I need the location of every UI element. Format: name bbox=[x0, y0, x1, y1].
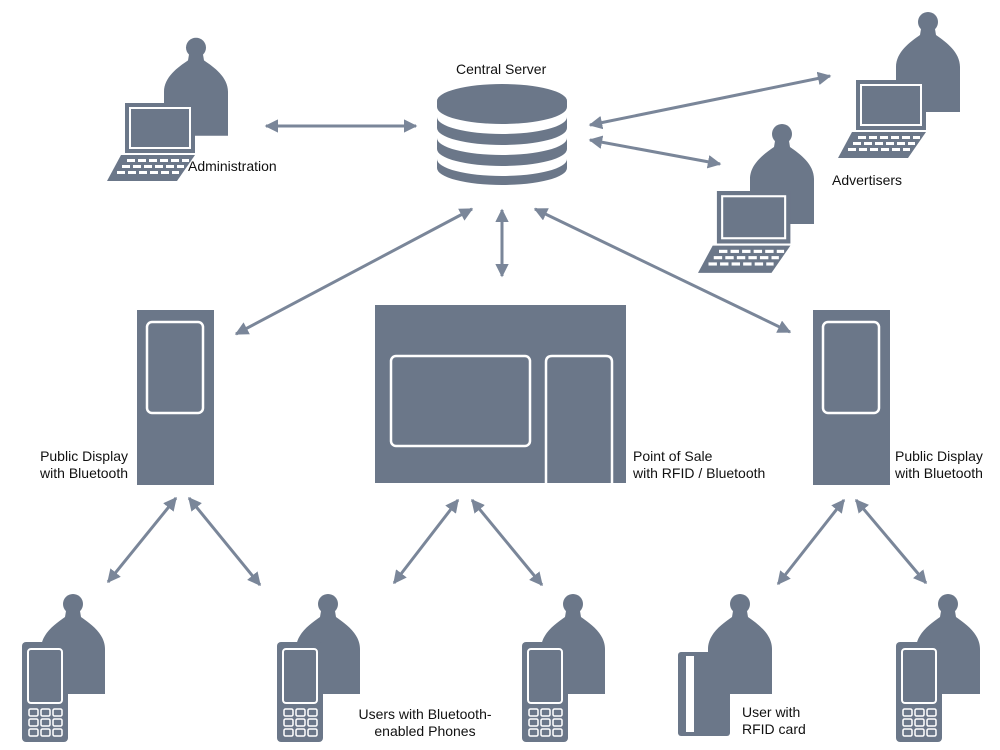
public-display-right-line1: Public Display bbox=[895, 448, 983, 464]
public-display-right-label: Public Display with Bluetooth bbox=[895, 448, 983, 482]
public-display-right-icon bbox=[811, 308, 892, 487]
public-display-left-line1: Public Display bbox=[40, 448, 128, 464]
advertisers-label: Advertisers bbox=[832, 172, 903, 188]
users-phones-label: Users with Bluetooth- enabled Phones bbox=[340, 706, 510, 740]
point-of-sale-terminal-icon bbox=[375, 305, 626, 483]
administration-label: Administration bbox=[188, 158, 277, 174]
point-of-sale-line1: Point of Sale bbox=[633, 448, 713, 464]
arrow-pos-user3 bbox=[470, 498, 544, 587]
user2-phone-icon bbox=[276, 641, 324, 743]
arrow-display-left-user1 bbox=[106, 496, 178, 584]
arrow-display-left-user2 bbox=[187, 496, 262, 587]
rfid-card-icon bbox=[678, 652, 730, 736]
users-phones-line1: Users with Bluetooth- bbox=[358, 706, 492, 722]
admin-laptop-icon bbox=[106, 102, 196, 182]
user5-phone-icon bbox=[895, 641, 943, 743]
advertiser-laptop-bottom-icon bbox=[696, 189, 792, 274]
arrow-display-right-rfid-user bbox=[776, 498, 846, 586]
users-phones-line2: enabled Phones bbox=[374, 723, 476, 739]
arrow-server-advertiser-top bbox=[588, 71, 832, 130]
central-server-label: Central Server bbox=[456, 61, 547, 77]
public-display-left-line2: with Bluetooth bbox=[40, 465, 128, 481]
connection-arrows bbox=[106, 71, 928, 587]
user-rfid-line2: RFID card bbox=[742, 721, 806, 737]
point-of-sale-label: Point of Sale with RFID / Bluetooth bbox=[633, 448, 765, 482]
arrow-server-advertiser-bottom bbox=[588, 135, 722, 169]
public-display-left-icon bbox=[135, 308, 216, 487]
arrow-server-display-left bbox=[234, 207, 474, 336]
advertiser-laptop-top-icon bbox=[837, 79, 927, 159]
public-display-left-label: Public Display with Bluetooth bbox=[26, 448, 128, 482]
arrow-display-right-user5 bbox=[854, 498, 928, 585]
user3-phone-icon bbox=[521, 641, 569, 743]
user1-phone-icon bbox=[21, 641, 69, 743]
arrow-pos-user2 bbox=[392, 498, 460, 585]
point-of-sale-line2: with RFID / Bluetooth bbox=[633, 465, 766, 481]
public-display-right-line2: with Bluetooth bbox=[895, 465, 983, 481]
user-rfid-label: User with RFID card bbox=[742, 704, 806, 738]
database-icon bbox=[437, 84, 567, 185]
user-rfid-line1: User with bbox=[742, 704, 801, 720]
arrow-server-display-right bbox=[533, 207, 792, 334]
